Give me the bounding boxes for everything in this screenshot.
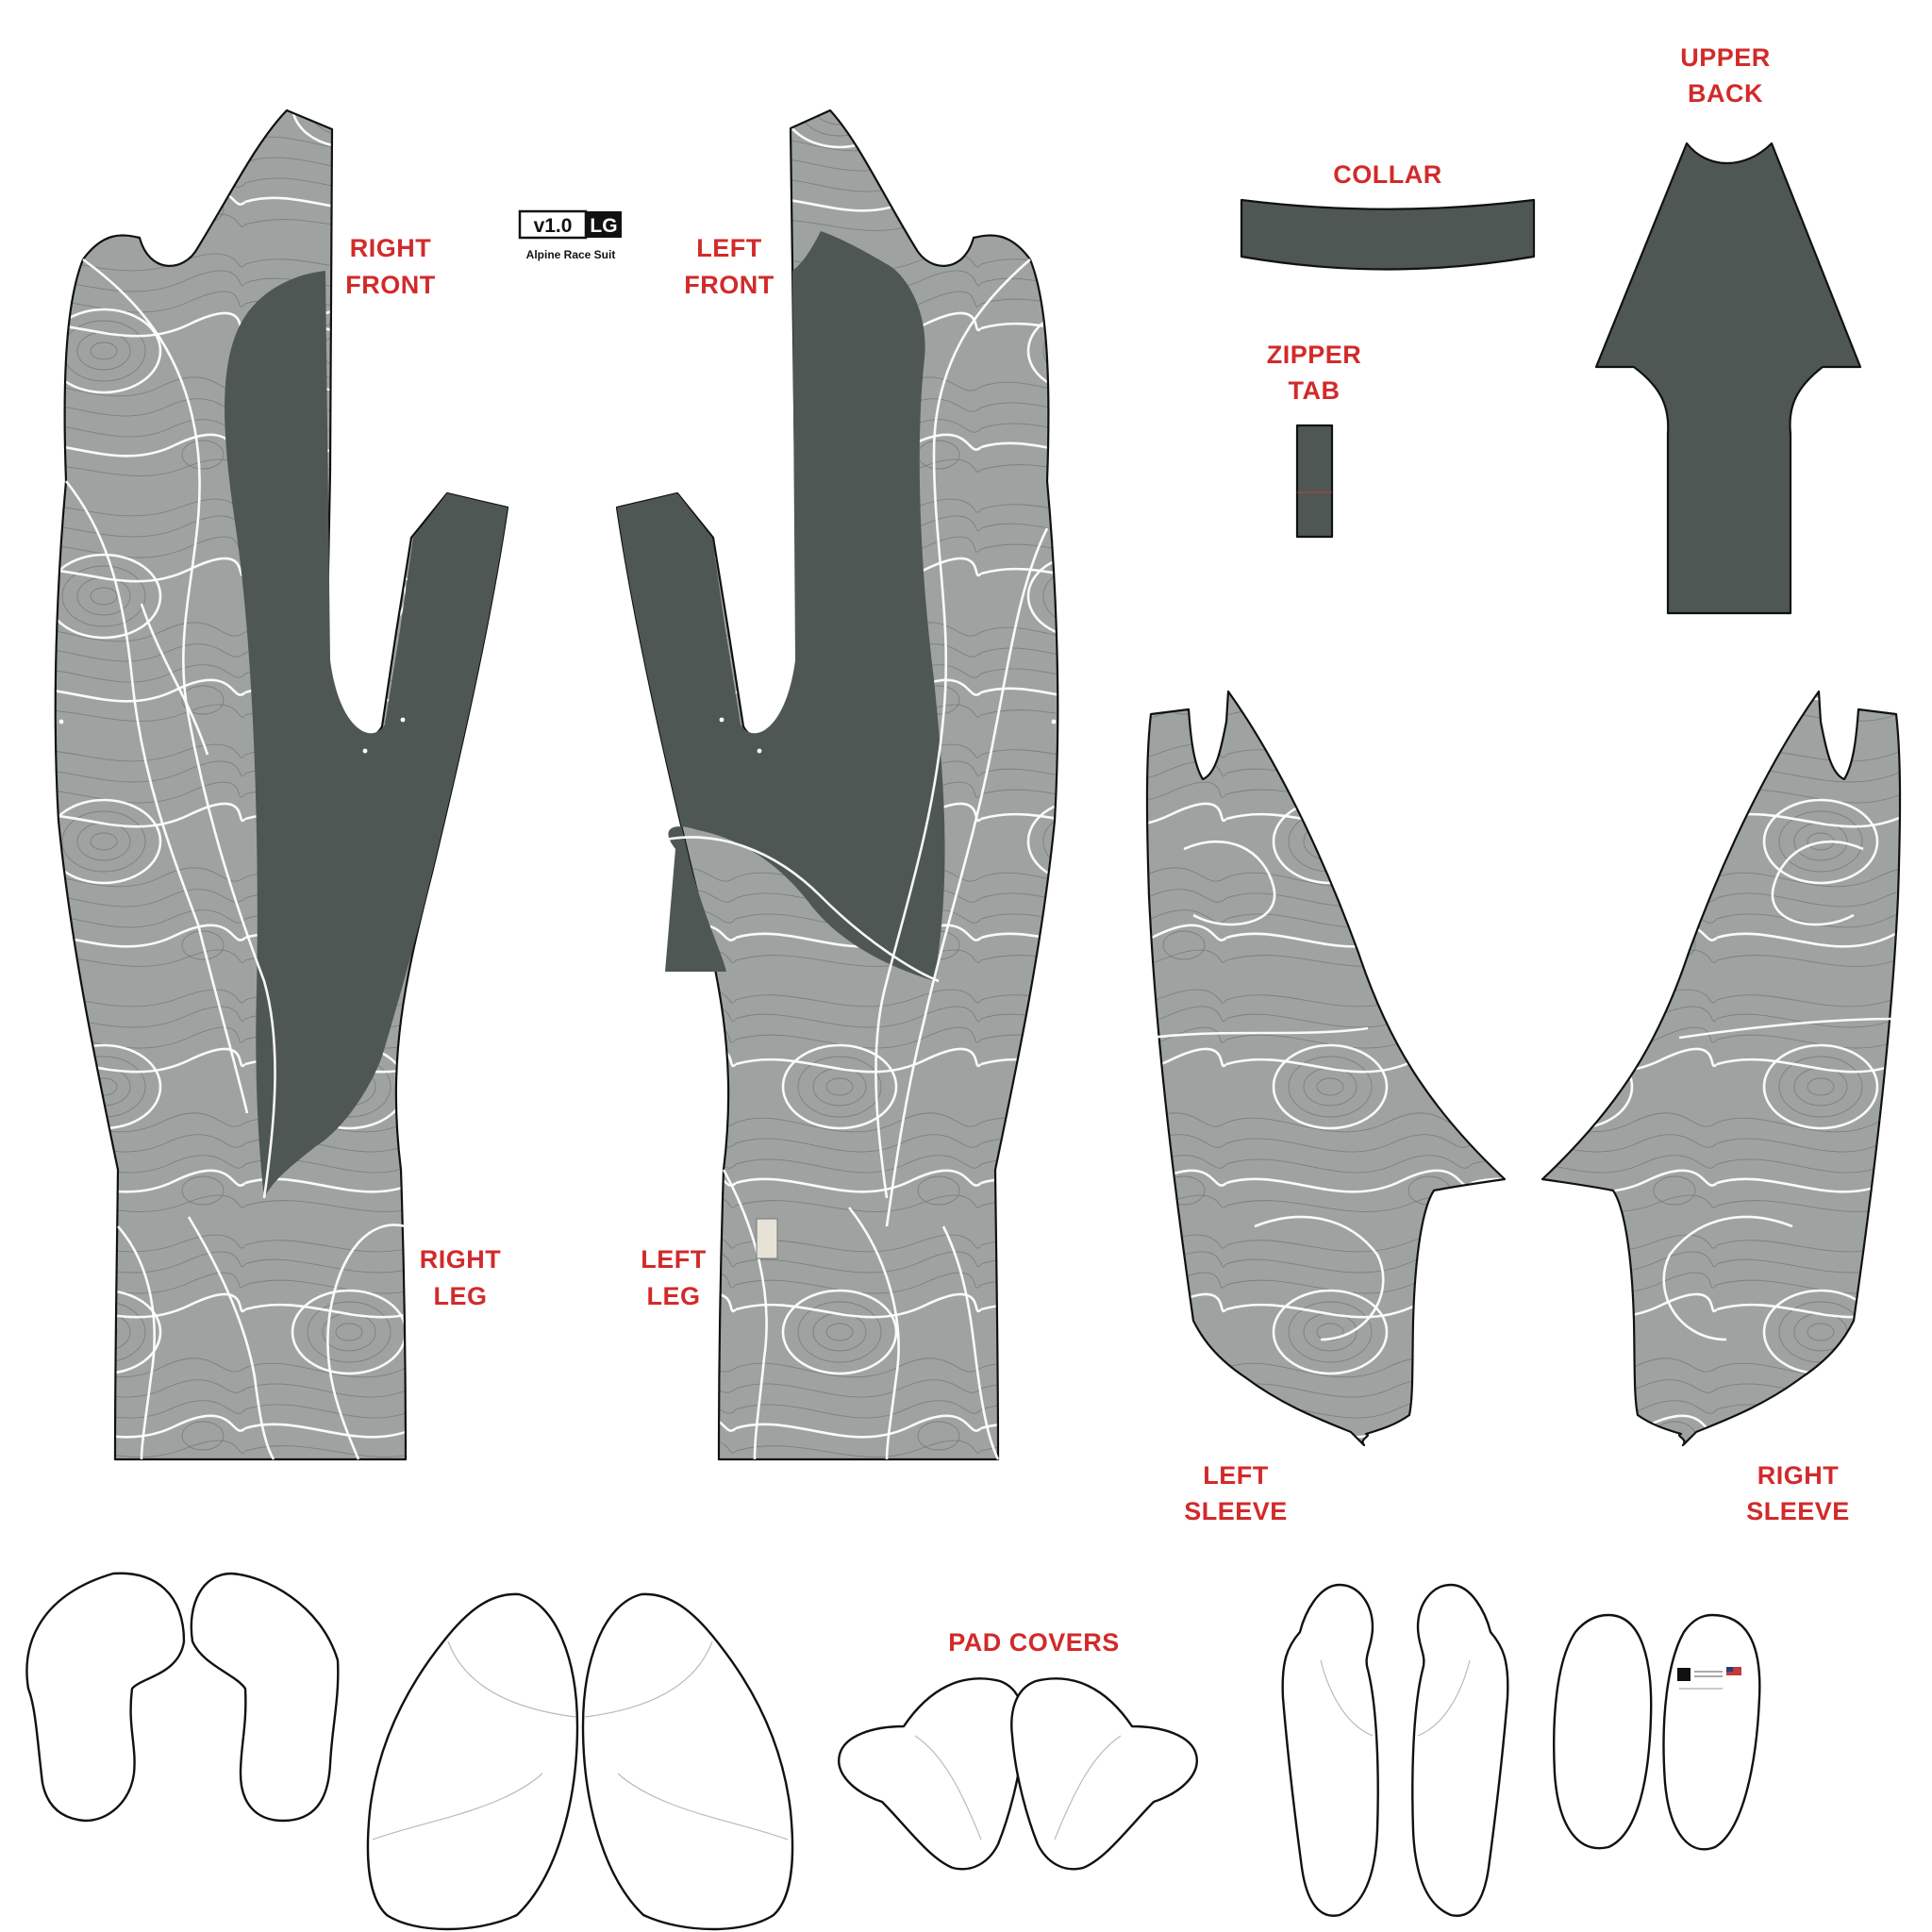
pad-cover-forearm-right <box>1662 1613 1761 1851</box>
pad-cover-hip-left <box>838 1677 1025 1871</box>
label-pad-covers: PAD COVERS <box>948 1628 1120 1657</box>
left-front-piece <box>615 108 1059 1461</box>
pad-cover-shin-right <box>1411 1583 1509 1917</box>
label-right-sleeve-2: SLEEVE <box>1746 1497 1850 1525</box>
label-zipper-tab-2: TAB <box>1289 376 1341 405</box>
label-upper-back-1: UPPER <box>1680 43 1771 72</box>
left-sleeve-piece <box>1145 690 1507 1447</box>
pad-cover-forearm-left <box>1553 1613 1653 1850</box>
label-zipper-tab-1: ZIPPER <box>1267 341 1362 369</box>
product-name: Alpine Race Suit <box>526 248 616 261</box>
label-left-front-2: FRONT <box>684 271 774 299</box>
collar-piece <box>1240 198 1536 271</box>
label-left-front-1: LEFT <box>696 234 762 262</box>
right-front-piece <box>54 108 509 1461</box>
pad-cover-thigh-right <box>581 1592 794 1931</box>
label-right-sleeve-1: RIGHT <box>1757 1461 1840 1490</box>
label-right-front-2: FRONT <box>345 271 435 299</box>
version-badge <box>518 209 588 240</box>
brand-logo: v1.0 LG Alpine Race Suit <box>518 209 622 261</box>
label-left-leg-2: LEG <box>646 1282 700 1310</box>
label-collar: COLLAR <box>1333 160 1441 189</box>
pad-cover-kidney-left <box>25 1572 186 1823</box>
care-label-tag <box>756 1218 778 1259</box>
label-upper-back-2: BACK <box>1688 79 1763 108</box>
upper-back-piece <box>1594 142 1862 615</box>
pad-cover-kidney-right <box>190 1572 340 1823</box>
brand-badge <box>586 211 622 238</box>
zipper-tab-piece <box>1295 424 1334 539</box>
label-right-front-1: RIGHT <box>350 234 432 262</box>
pad-cover-hip-right <box>1010 1677 1198 1871</box>
brand-text: LG <box>590 215 617 237</box>
care-label-small <box>1677 1667 1741 1690</box>
label-left-sleeve-1: LEFT <box>1203 1461 1269 1490</box>
right-sleeve-piece <box>1541 690 1902 1447</box>
label-left-sleeve-2: SLEEVE <box>1184 1497 1288 1525</box>
pad-cover-shin-left <box>1281 1583 1379 1917</box>
version-text: v1.0 <box>534 215 573 237</box>
label-right-leg-2: LEG <box>433 1282 487 1310</box>
pad-cover-thigh-left <box>366 1592 579 1931</box>
notch-marks <box>58 367 1057 754</box>
pad-covers-group <box>25 1572 1761 1931</box>
label-left-leg-1: LEFT <box>641 1245 707 1274</box>
label-right-leg-1: RIGHT <box>420 1245 502 1274</box>
